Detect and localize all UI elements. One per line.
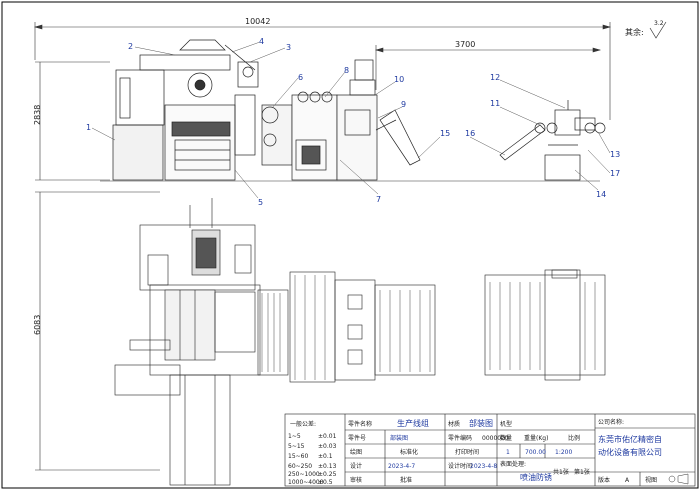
tolerance-range-6: 1000~4000 <box>288 479 324 486</box>
tolerance-value-1: ±0.01 <box>318 433 337 440</box>
scale-value: 1:200 <box>555 449 572 456</box>
roughness-symbol-icon <box>649 21 667 39</box>
view-label: 视图 <box>645 476 657 484</box>
projection-cone-icon <box>677 473 689 485</box>
tolerance-range-4: 60~250 <box>288 463 312 470</box>
dim-overall-width: 10042 <box>245 17 270 26</box>
projection-symbol-icon <box>668 475 676 483</box>
draw-label: 绘图 <box>350 448 362 456</box>
design-date: 2023-4-7 <box>388 463 415 470</box>
part-label-12: 12 <box>490 73 500 82</box>
part-label-3: 3 <box>286 43 291 52</box>
standard-label: 标准化 <box>400 448 418 456</box>
tolerance-range-2: 5~15 <box>288 443 305 450</box>
design-date-2: 2023-4-8 <box>470 463 497 470</box>
drawing-no-label: 机型 <box>500 420 512 428</box>
dim-press-width: 3700 <box>455 40 475 49</box>
part-no-value: 部装图 <box>390 434 408 442</box>
dim-height-bottom: 6083 <box>33 315 42 335</box>
company-line-1: 东莞市佑亿精密自 <box>598 434 662 444</box>
tolerance-value-6: ±0.5 <box>318 479 333 486</box>
part-name-value: 生产线组 <box>397 418 429 428</box>
sheet-number: 第1张 <box>574 468 590 476</box>
company-label: 公司名称: <box>598 418 624 426</box>
design-time-label: 设计时间 <box>448 462 472 470</box>
dimension-height-bottom <box>35 191 160 471</box>
plan-view <box>114 198 436 486</box>
dimension-press <box>374 45 602 90</box>
tolerance-value-5: ±0.25 <box>318 471 337 478</box>
tolerance-range-3: 15~60 <box>288 453 308 460</box>
part-label-6: 6 <box>298 73 303 82</box>
plan-view-right <box>484 269 606 381</box>
print-time-label: 打印时间 <box>455 448 479 456</box>
code-label: 零件编码 <box>448 434 472 442</box>
part-leaders <box>91 41 611 199</box>
title-block <box>284 413 696 487</box>
plan-view-right-rollers <box>489 282 596 370</box>
part-label-17: 17 <box>610 169 620 178</box>
approve-label: 批准 <box>400 476 412 484</box>
tolerance-range-1: 1~5 <box>288 433 301 440</box>
scale-label: 比例 <box>568 434 580 442</box>
total-sheets: 共1张 <box>553 468 569 476</box>
plan-view-rollers <box>261 275 431 380</box>
tolerance-value-3: ±0.1 <box>318 453 333 460</box>
roughness-label: 其余: <box>625 27 644 37</box>
tolerance-range-5: 250~1000 <box>288 471 320 478</box>
qty-label: 数量 <box>500 434 512 442</box>
part-label-16: 16 <box>465 129 475 138</box>
part-label-10: 10 <box>394 75 404 84</box>
part-name-label: 零件名称 <box>348 420 372 428</box>
material-value: 部装图 <box>469 418 493 428</box>
part-label-2: 2 <box>128 42 133 51</box>
side-elevation-view <box>112 39 606 181</box>
dimension-overall <box>33 22 612 120</box>
part-label-5: 5 <box>258 198 263 207</box>
part-label-11: 11 <box>490 99 500 108</box>
part-no-label: 零件号 <box>348 434 366 442</box>
part-label-8: 8 <box>344 66 349 75</box>
revision-label: 版本 <box>598 476 610 484</box>
weight-label: 重量(Kg) <box>524 434 548 442</box>
dimension-height-top <box>35 61 110 181</box>
part-label-13: 13 <box>610 150 620 159</box>
weight-value: 700.00 <box>525 449 546 456</box>
part-label-9: 9 <box>401 100 406 109</box>
part-label-15: 15 <box>440 129 450 138</box>
material-label: 材质 <box>448 420 460 428</box>
part-label-7: 7 <box>376 195 381 204</box>
surface-label: 表面处理: <box>500 460 526 468</box>
dim-height-top: 2838 <box>33 105 42 125</box>
review-label: 审核 <box>350 476 362 484</box>
code-value: 0000000 <box>482 435 509 442</box>
revision-value: A <box>625 477 630 484</box>
part-label-4: 4 <box>259 37 264 46</box>
part-label-1: 1 <box>86 123 91 132</box>
qty-value: 1 <box>506 449 510 456</box>
part-label-14: 14 <box>596 190 606 199</box>
surface-value: 喷油防锈 <box>520 472 552 482</box>
company-line-2: 动化设备有限公司 <box>598 447 662 457</box>
tolerance-value-4: ±0.13 <box>318 463 337 470</box>
tolerance-title: 一般公差: <box>290 420 316 428</box>
tolerance-value-2: ±0.03 <box>318 443 337 450</box>
design-label: 设计 <box>350 462 362 470</box>
roughness-value: 3.2 <box>654 20 664 27</box>
